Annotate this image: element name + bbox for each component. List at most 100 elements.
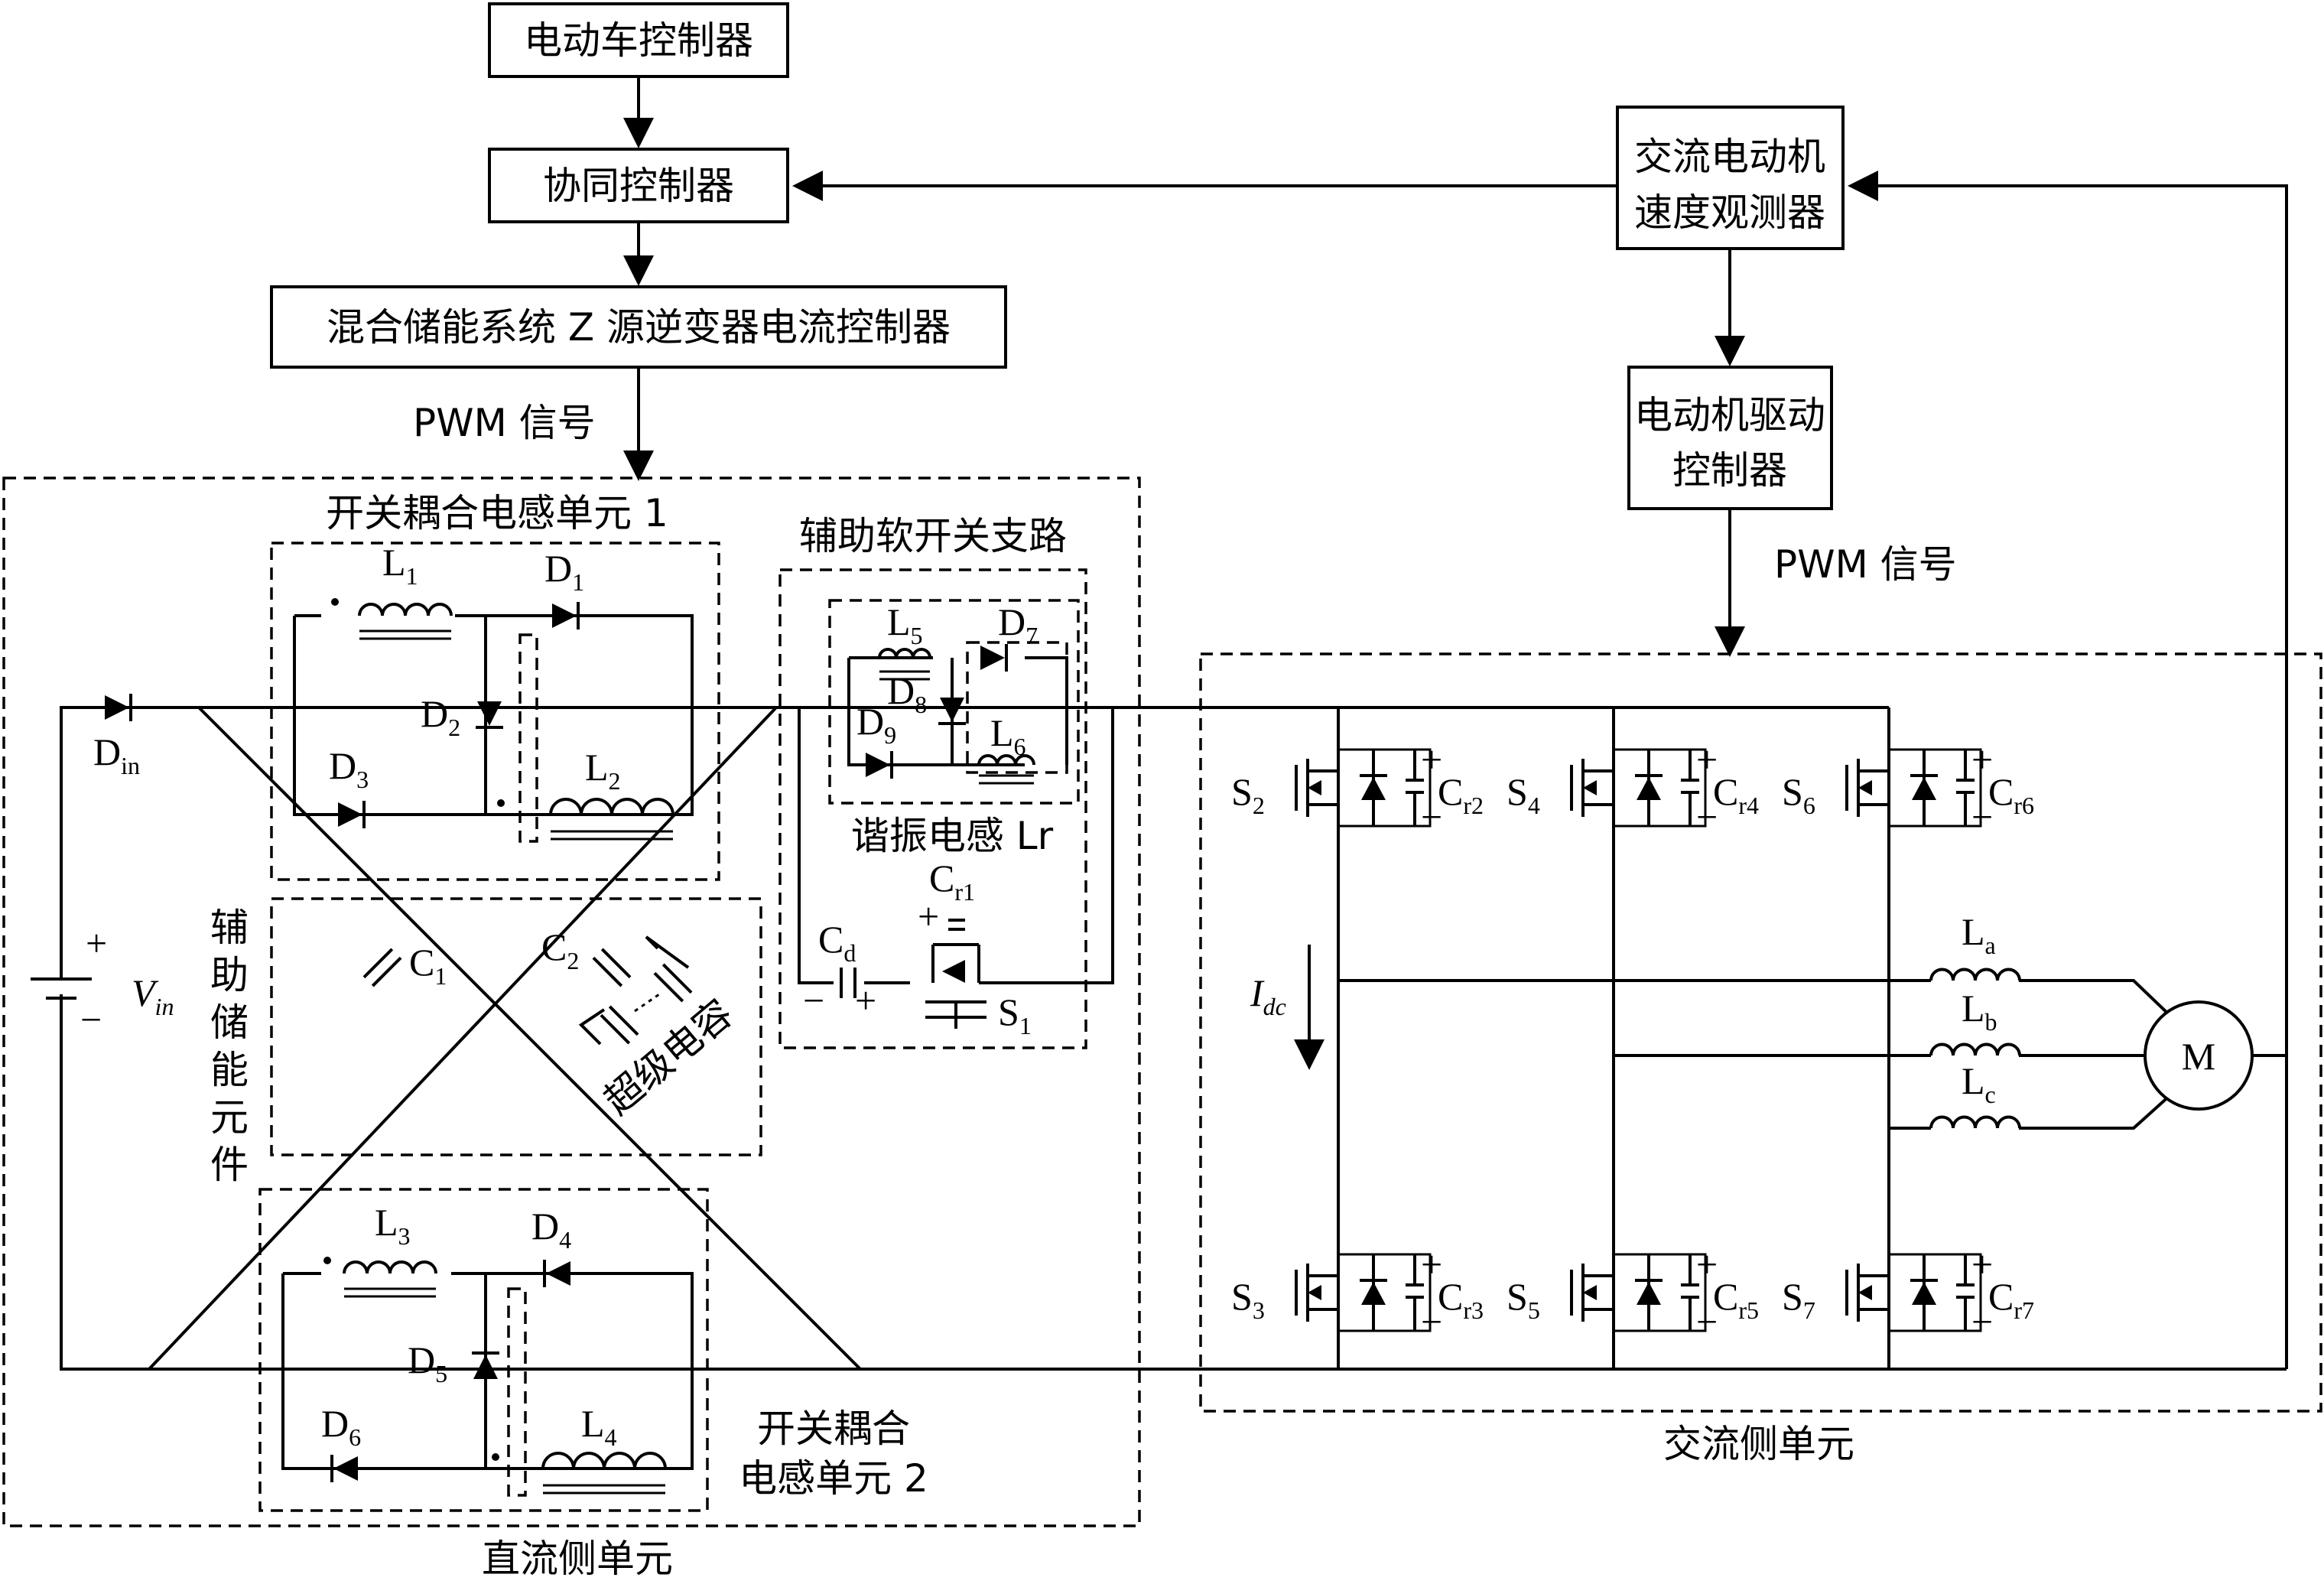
cr5-label: Cr5 [1713,1275,1759,1324]
svg-text:−: − [1696,795,1718,838]
s6-switch [1845,748,1982,828]
l2-label: L2 [585,746,621,795]
speed-observer-block [1616,106,1845,250]
l6-label: L6 [990,711,1026,760]
arrow-feedback-to-observer [1848,171,2288,1369]
cd-label: Cd [818,918,856,967]
d4-label: D4 [531,1205,571,1254]
cr2-label: Cr2 [1438,770,1484,819]
aux-storage-char: 助 [210,953,249,997]
l4-inductor [541,1452,667,1495]
supercap-cap-2 [651,961,695,1005]
svg-text:−: − [1696,1300,1718,1343]
l1-label: L1 [382,541,418,590]
c1-label: C1 [409,941,447,990]
d9-diode [866,751,893,779]
pwm-left-label: PWM 信号 [413,401,596,445]
d5-label: D5 [408,1338,447,1387]
d8-label: D8 [887,669,927,718]
motor-label: M [2182,1035,2215,1078]
l1-inductor [358,603,453,640]
din-diode [105,694,132,721]
supercap-cap-1 [597,1003,642,1047]
svg-text:−: − [803,979,824,1022]
cd-capacitor [840,968,856,998]
s2-switch [1295,748,1432,828]
s7-switch [1845,1253,1982,1332]
z-source-controller-block [270,285,1007,369]
aux-storage-char: 件 [210,1143,249,1187]
l4-label: L4 [581,1402,617,1451]
svg-text:−: − [1421,1300,1442,1343]
coop-controller-block [488,148,789,223]
c2-label: C2 [541,925,579,974]
d6-label: D6 [321,1402,361,1451]
cr1-label: Cr1 [929,857,975,906]
s7-label: S7 [1782,1275,1815,1324]
s3-switch [1295,1253,1432,1332]
d5-diode [472,1351,499,1379]
motor-symbol: M [2144,1000,2254,1111]
d8-diode [938,698,966,725]
motor-drive-label-2: 控制器 [1672,448,1787,493]
z-source-controller-label: 混合储能系统 Z 源逆变器电流控制器 [327,305,951,350]
resonant-inductor-label: 谐振电感 Lr [851,814,1054,858]
vin-plus: + [86,922,107,964]
speed-observer-label-2: 速度观测器 [1634,190,1825,235]
s2-label: S2 [1231,770,1265,819]
aux-softswitch-region [778,568,1087,1049]
d9-label: D9 [856,700,896,749]
vin-label: Vin [132,971,174,1020]
svg-text:+: + [1971,1243,1993,1286]
svg-text:−: − [1971,795,1993,838]
d7-label: D7 [998,600,1038,649]
svg-text:+: + [1421,738,1442,781]
aux-storage-char: 储 [210,1000,249,1045]
lb-label: Lb [1962,987,1997,1036]
aux-storage-char: 元 [210,1095,249,1140]
l5-inductor [878,648,931,681]
svg-text:+: + [855,979,876,1022]
d3-diode [338,801,366,828]
coupled-unit-2-label-2: 电感单元 2 [739,1456,928,1501]
d6-diode [330,1455,358,1482]
s1-switch [925,919,986,1029]
coupled-unit-1-inner [518,633,538,843]
cr3-label: Cr3 [1438,1275,1484,1324]
svg-text:+: + [1696,1243,1718,1286]
la-inductor [1929,968,2021,981]
coop-controller-label: 协同控制器 [543,164,734,208]
supercap-label: 超级电容 [596,990,741,1123]
idc-label: Idc [1250,971,1286,1020]
lb-inductor [1929,1042,2021,1056]
d4-diode [543,1260,570,1287]
s3-label: S3 [1231,1275,1265,1324]
ac-side-label: 交流侧单元 [1663,1422,1854,1466]
d1-diode [552,602,580,629]
pwm-right-label: PWM 信号 [1774,542,1957,587]
c2-capacitor [590,945,634,990]
ev-controller-block [488,2,789,78]
svg-text:+: + [1971,738,1993,781]
d1-label: D1 [544,547,584,596]
d3-label: D3 [329,744,369,793]
ac-side-region [1199,652,2322,1413]
s6-label: S6 [1782,770,1815,819]
cr6-label: Cr6 [1988,770,2034,819]
coupled-unit-1-label: 开关耦合电感单元 1 [326,491,668,535]
l6-inductor [977,754,1035,785]
d2-label: D2 [421,692,460,741]
dc-side-label: 直流侧单元 [482,1537,673,1581]
svg-text:谐振电感 Lr: 谐振电感 Lr [851,814,1054,858]
lc-label: Lc [1962,1059,1996,1108]
l3-label: L3 [375,1201,411,1250]
dashed-regions [2,477,2322,1527]
s5-label: S5 [1507,1275,1540,1324]
control-blocks: 电动车控制器 协同控制器 混合储能系统 Z 源逆变器电流控制器 交流电动机 速度… [270,2,2288,1369]
dc-side-region [2,477,1141,1527]
lc-inductor [1929,1115,2021,1129]
s1-label: S1 [998,990,1032,1039]
